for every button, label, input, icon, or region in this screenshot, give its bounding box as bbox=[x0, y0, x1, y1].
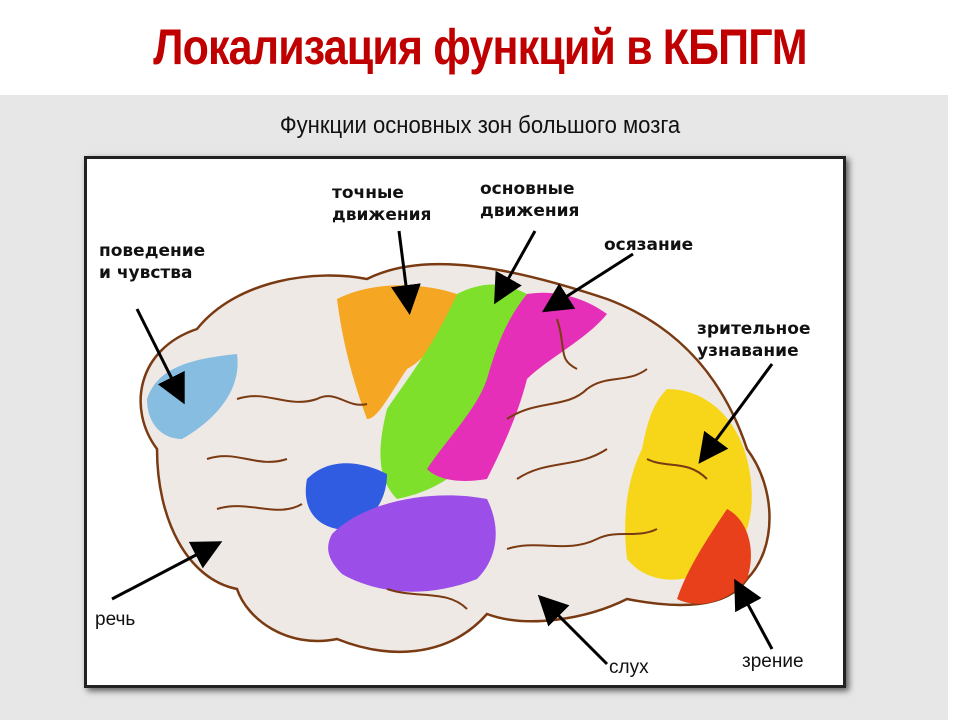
label-visual-recognition-line2: узнавание bbox=[697, 341, 799, 361]
slide-title: Локализация функций в КБПГМ bbox=[153, 19, 807, 75]
figure-title: Функции основных зон большого мозга bbox=[279, 112, 681, 139]
label-behavior-line2: и чувства bbox=[99, 263, 193, 283]
label-main-movements-line2: движения bbox=[480, 201, 580, 221]
label-fine-movements-line2: движения bbox=[332, 205, 432, 225]
label-behavior-line1: поведение bbox=[99, 241, 206, 261]
label-hearing: слух bbox=[609, 657, 649, 678]
label-fine-movements-line1: точные bbox=[332, 183, 404, 203]
label-touch: осязание bbox=[604, 235, 694, 255]
label-vision: зрение bbox=[742, 651, 804, 672]
pointer-arrows bbox=[111, 230, 774, 666]
label-visual-recognition-line1: зрительное bbox=[697, 319, 811, 339]
brain-diagram: поведение и чувства точные движения осно… bbox=[84, 156, 846, 688]
label-main-movements-line1: основные bbox=[480, 179, 575, 199]
brain-illustration bbox=[111, 230, 774, 666]
label-speech: речь bbox=[95, 609, 136, 630]
